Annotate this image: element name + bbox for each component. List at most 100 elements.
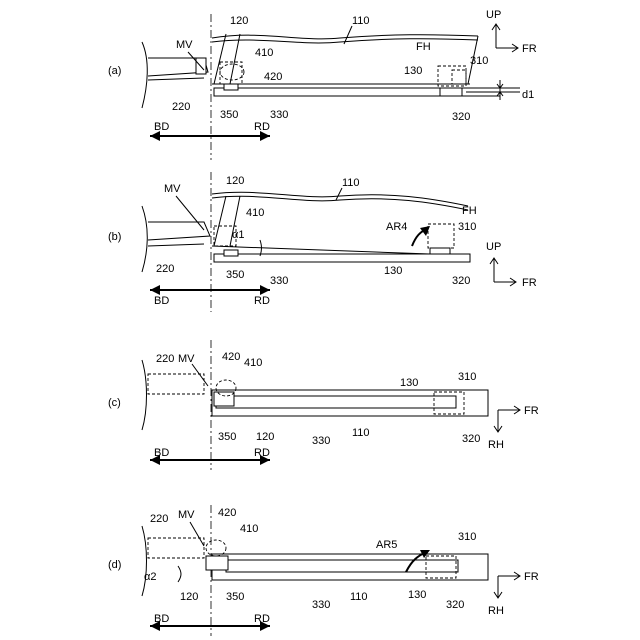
ref-220-a: 220: [172, 101, 190, 113]
panel-b: (b) α1 MV 120 110 410 220 350 330 130 AR…: [108, 172, 537, 312]
ref-320-d: 320: [446, 599, 464, 611]
ref-120-d: 120: [180, 591, 198, 603]
dir-fr-a: FR: [522, 43, 537, 55]
rail-330-b: [214, 254, 470, 262]
panel-a: (a) d1 MV 120 110: [108, 9, 537, 160]
rail-330-c: [212, 390, 488, 416]
ref-110-c: 110: [352, 427, 370, 439]
axis-rh-d: [494, 576, 502, 598]
dir-up-a: UP: [486, 9, 501, 21]
ref-320-a: 320: [452, 111, 470, 123]
ref-350-b: 350: [226, 269, 244, 281]
panel-d: (d) α2 220 MV 420 410 120 350 330 110 AR…: [108, 505, 539, 636]
dir-fr-c: FR: [524, 405, 539, 417]
ref-330-d: 330: [312, 599, 330, 611]
dir-rd-c: RD: [254, 447, 270, 459]
fh-box-b: [428, 224, 454, 248]
part-350-a: [224, 84, 238, 90]
part-350-c: [214, 392, 234, 406]
part-310-c: [434, 392, 464, 414]
part-110-d: [226, 560, 458, 572]
panel-label-a: (a): [108, 65, 121, 77]
dir-fr-d: FR: [524, 571, 539, 583]
body-220-lower-b: [148, 244, 204, 246]
fh-inner-a: [452, 70, 466, 84]
ref-420-a: 420: [264, 71, 282, 83]
ref-120-a: 120: [230, 15, 248, 27]
part-320-a: [440, 88, 462, 96]
ref-130-b: 130: [384, 265, 402, 277]
ref-330-c: 330: [312, 435, 330, 447]
body-220-outline-c: [142, 360, 147, 430]
panel-label-b: (b): [108, 231, 121, 243]
mv-leader-d: [190, 522, 204, 546]
ref-410-a: 410: [255, 47, 273, 59]
ref-110-a: 110: [352, 15, 370, 27]
body-220-c: [148, 374, 204, 394]
ref-410-b: 410: [246, 207, 264, 219]
ref-220-b: 220: [156, 263, 174, 275]
dir-bd-a: BD: [154, 121, 169, 133]
part-110-top-a: [212, 35, 478, 39]
bd-arrow-b: [150, 285, 160, 295]
part-310-d: [426, 556, 456, 578]
ref-130-c: 130: [400, 377, 418, 389]
mv-leader-c: [192, 364, 208, 386]
body-220-upper-b: [148, 222, 210, 240]
fh-label-b: FH: [462, 205, 477, 217]
ref-310-a: 310: [470, 55, 488, 67]
ref-410-d: 410: [240, 523, 258, 535]
part-350-d: [206, 556, 228, 570]
ref-410-c: 410: [244, 357, 262, 369]
axis-up-b: [490, 258, 498, 282]
part-110-bottom-b: [212, 246, 430, 254]
ref-350-d: 350: [226, 591, 244, 603]
axis-up-a: [492, 24, 500, 48]
d1-arrow-top: [497, 80, 503, 88]
ref-120-c: 120: [256, 431, 274, 443]
part-120-line2-a: [230, 34, 240, 84]
ref-350-a: 350: [220, 109, 238, 121]
part-350-b: [224, 250, 238, 256]
rd-arrow-b: [260, 285, 270, 295]
ref-420-d: 420: [218, 507, 236, 519]
leader-110-b: [336, 188, 342, 200]
part-110-c: [216, 396, 456, 408]
ref-320-c: 320: [462, 433, 480, 445]
ref-310-c: 310: [458, 371, 476, 383]
dir-rd-a: RD: [254, 121, 270, 133]
rail-330-d: [212, 554, 488, 580]
ref-120-b: 120: [226, 175, 244, 187]
ref-420-c: 420: [222, 351, 240, 363]
mv-label-c: MV: [178, 353, 195, 365]
part-320-b: [430, 248, 450, 254]
ref-330-a: 330: [270, 109, 288, 121]
dir-rd-d: RD: [254, 613, 270, 625]
ref-110-d: 110: [350, 591, 368, 603]
dir-rh-d: RH: [488, 605, 504, 617]
ref-220-d: 220: [150, 513, 168, 525]
ref-310-b: 310: [458, 221, 476, 233]
dir-rh-c: RH: [488, 439, 504, 451]
ref-320-b: 320: [452, 275, 470, 287]
ref-130-d: 130: [408, 589, 426, 601]
alpha2-arc: [178, 566, 181, 582]
ref-350-c: 350: [218, 431, 236, 443]
d1-label: d1: [522, 89, 534, 101]
ar4-label: AR4: [386, 221, 407, 233]
axis-fr-b: [494, 278, 516, 286]
dir-bd-c: BD: [154, 447, 169, 459]
ref-110-b: 110: [342, 177, 360, 189]
dir-rd-b: RD: [254, 295, 270, 307]
mv-label-a: MV: [176, 39, 193, 51]
ar5-label: AR5: [376, 539, 397, 551]
dir-bd-b: BD: [154, 295, 169, 307]
panel-label-d: (d): [108, 559, 121, 571]
alpha2-label: α2: [144, 571, 156, 583]
body-220-outline-b: [142, 206, 147, 272]
fh-label-a: FH: [416, 41, 431, 53]
body-220-outline-d: [142, 526, 147, 596]
part-120-line1-b: [214, 196, 226, 246]
part-110-top-b: [212, 192, 468, 206]
